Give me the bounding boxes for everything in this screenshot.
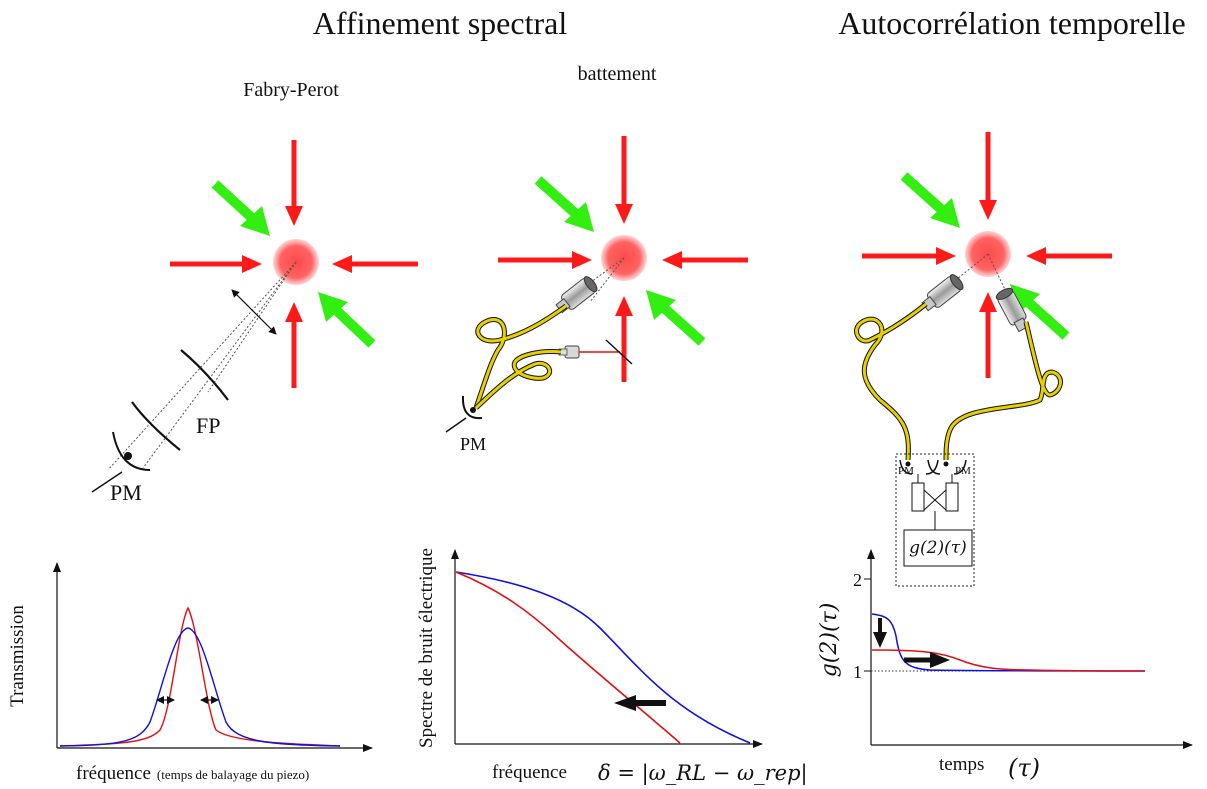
drop-arrow-head: [873, 632, 887, 648]
mot-beams-3: [862, 132, 1112, 378]
y-axis-label: g(2)(τ): [817, 603, 842, 678]
autocorrelation-setup: PM PM g(2)(τ): [854, 132, 1112, 587]
pm-label-1: PM: [110, 480, 142, 505]
mot-beams-2: [498, 136, 748, 382]
pm-label-2: PM: [460, 434, 486, 454]
curve-before: [455, 571, 751, 744]
x-axis-label-math: (τ): [1008, 754, 1040, 782]
curve-narrow: [59, 606, 341, 747]
mot-beams-1: [170, 140, 418, 388]
x-axis-label-main: temps: [939, 754, 984, 775]
shift-arrow-head: [614, 695, 636, 711]
fabry-perot-setup: FP PM: [91, 140, 418, 505]
heading-temporal: Autocorrélation temporelle: [838, 5, 1185, 41]
yellow-fibers: [854, 302, 1063, 461]
curve-after: [871, 649, 1146, 672]
panel-title-battement: battement: [578, 63, 657, 85]
battement-setup: PM: [445, 136, 748, 454]
fiber-collimator-right: [995, 287, 1029, 333]
g2-chart: 2 1 g(2)(τ) temps (τ): [817, 549, 1193, 782]
x-axis-label-note: (temps de balayage du piezo): [157, 767, 309, 782]
tick-label-2: 2: [853, 570, 862, 590]
fp-mirror-bottom: [131, 401, 181, 451]
y-axis-label: Spectre de bruit électrique: [416, 548, 437, 748]
transmission-chart: Transmission fréquence (temps de balayage…: [7, 562, 373, 784]
shift-arrow-head: [930, 652, 950, 668]
correlator-box: [895, 453, 975, 587]
pm-label-right: PM: [955, 465, 971, 477]
fiber-collimator-left: [921, 274, 964, 312]
correlator-label: g(2)(τ): [909, 538, 967, 558]
noise-spectrum-chart: Spectre de bruit électrique fréquence δ …: [416, 548, 808, 786]
x-axis-label-main: fréquence: [76, 763, 151, 784]
curve-after: [455, 571, 681, 744]
tick-label-1: 1: [853, 662, 862, 682]
x-axis-label: fréquence (temps de balayage du piezo): [76, 763, 309, 784]
local-oscillator-connector: [558, 339, 633, 365]
photomultiplier-2: [445, 395, 483, 433]
pm-label-left: PM: [898, 465, 914, 477]
curve-wide: [59, 627, 341, 747]
heading-spectral: Affinement spectral: [313, 5, 568, 41]
cavity-length-arrow: [231, 289, 277, 335]
fp-label: FP: [196, 413, 220, 438]
panel-title-fabry-perot: Fabry-Perot: [243, 79, 339, 101]
x-axis-label-math: δ = |ω_RL − ω_rep|: [598, 761, 808, 786]
x-axis-label-main: fréquence: [492, 762, 567, 783]
y-axis-label: Transmission: [7, 605, 28, 707]
fp-mirror-top: [180, 349, 229, 401]
photomultiplier-1: [91, 431, 151, 493]
yellow-fiber: [473, 303, 568, 410]
